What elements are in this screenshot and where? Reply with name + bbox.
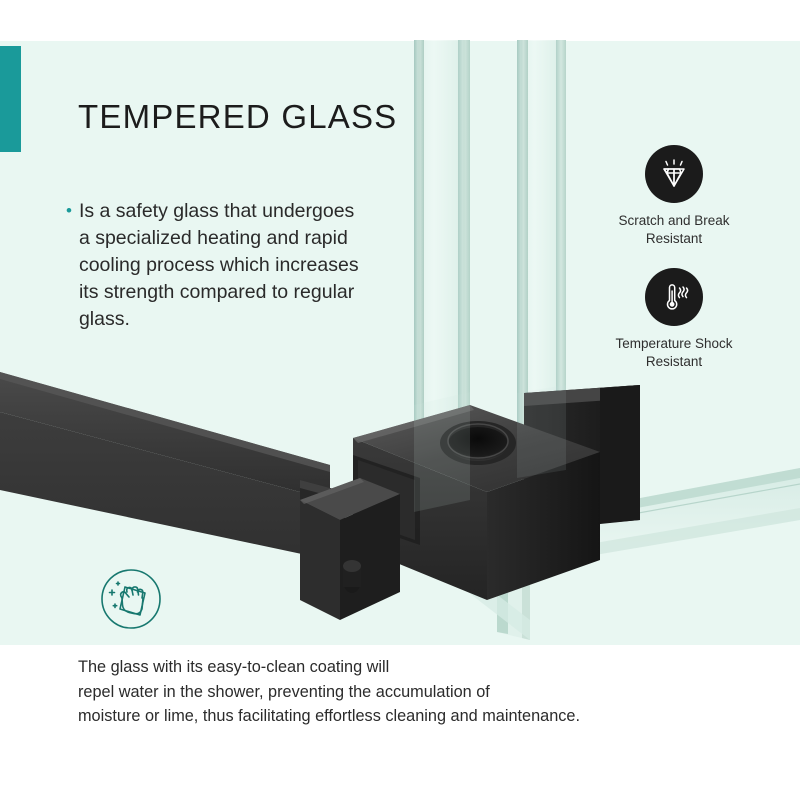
clamp-front-block	[300, 478, 400, 620]
feature-scratch-and-break-resistant: Scratch and Break Resistant	[574, 145, 774, 248]
feature-label: Temperature Shock Resistant	[574, 335, 774, 371]
vertical-glass-panel-rear	[517, 40, 566, 470]
clamp-pin-detail	[343, 560, 361, 593]
footer-line-3: moisture or lime, thus facilitating effo…	[78, 707, 580, 725]
description-bullet: • Is a safety glass that undergoes a spe…	[66, 198, 366, 333]
bullet-text: Is a safety glass that undergoes a speci…	[78, 200, 359, 330]
wiping-hand-icon	[100, 568, 162, 630]
feature-label-line1: Scratch and Break	[618, 213, 730, 228]
feature-label-line2: Resistant	[645, 231, 703, 246]
bullet-marker-icon: •	[66, 201, 72, 220]
footer-line-2: repel water in the shower, preventing th…	[78, 682, 490, 701]
footer-line-1: The glass with its easy-to-clean coating…	[78, 658, 390, 676]
feature-label: Scratch and Break Resistant	[574, 212, 774, 248]
feature-label-line2: Resistant	[645, 354, 703, 369]
teal-accent-bar	[0, 46, 21, 152]
feature-temperature-shock-resistant: Temperature Shock Resistant	[574, 268, 774, 371]
diamond-icon	[645, 145, 703, 203]
top-white-band	[0, 0, 800, 41]
bottom-white-band	[0, 645, 800, 800]
thermometer-icon	[645, 268, 703, 326]
page-title: TEMPERED GLASS	[78, 98, 398, 135]
footer-description: The glass with its easy-to-clean coating…	[78, 655, 758, 729]
black-support-bar-left	[0, 372, 345, 600]
feature-label-line1: Temperature Shock	[615, 336, 733, 351]
